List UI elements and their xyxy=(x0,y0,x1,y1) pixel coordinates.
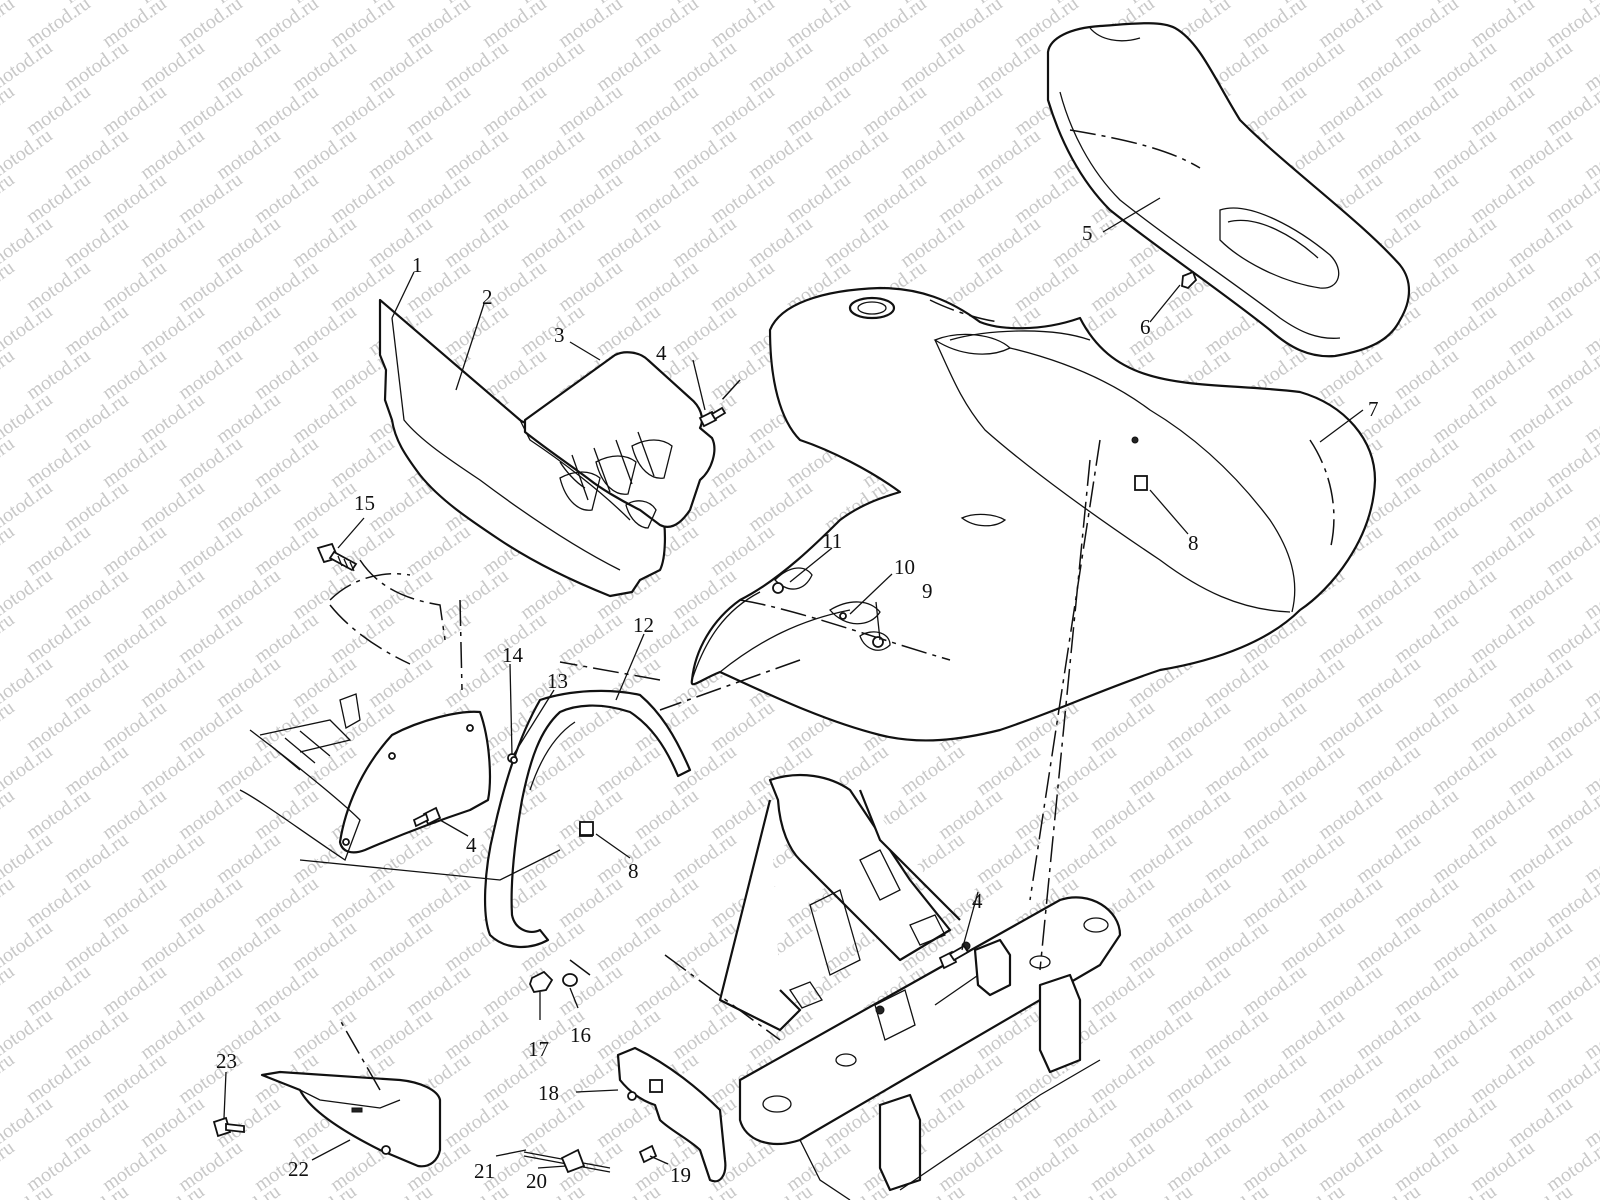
callout-4-top: 4 xyxy=(656,341,667,365)
callout-10: 10 xyxy=(894,555,915,579)
watermark-text: motod.ru xyxy=(0,344,18,404)
watermark-text: motod.ru xyxy=(364,1180,436,1200)
watermark-text: motod.ru xyxy=(1542,608,1600,668)
watermark-text: motod.ru xyxy=(1542,168,1600,228)
watermark-text: motod.ru xyxy=(1428,1180,1500,1200)
callout-2: 2 xyxy=(482,285,493,309)
watermark-text: motod.ru xyxy=(0,256,18,316)
watermark-text: motod.ru xyxy=(0,608,18,668)
watermark-text: motod.ru xyxy=(820,1180,892,1200)
watermark-text: motod.ru xyxy=(1580,1180,1600,1200)
callout-18: 18 xyxy=(538,1081,559,1105)
frame-assembly xyxy=(718,774,1122,1200)
callout-11: 11 xyxy=(822,529,842,553)
callout-8-right: 8 xyxy=(1188,531,1199,555)
watermark-text: motod.ru xyxy=(1352,1180,1424,1200)
watermark-text: motod.ru xyxy=(0,872,18,932)
watermark-text: motod.ru xyxy=(1124,1180,1196,1200)
watermark-text: motod.ru xyxy=(0,1136,18,1196)
watermark-text: motod.ru xyxy=(1200,1180,1272,1200)
part-22-shield xyxy=(260,1070,442,1168)
watermark-text: motod.ru xyxy=(1542,1048,1600,1108)
part-18-bracket-plate xyxy=(616,1046,727,1183)
alignment-lines xyxy=(339,379,1101,1091)
watermark-text: motod.ru xyxy=(972,1180,1044,1200)
callout-21: 21 xyxy=(474,1159,495,1183)
callout-16: 16 xyxy=(570,1023,591,1047)
part-3-vent-panel xyxy=(523,351,716,529)
footboard-outline xyxy=(239,559,561,881)
watermark-text: motod.ru xyxy=(0,1048,18,1108)
watermark-text: motod.ru xyxy=(0,432,18,492)
watermark-text: motod.ru xyxy=(1542,1136,1600,1196)
watermark-text: motod.ru xyxy=(1542,784,1600,844)
callout-9: 9 xyxy=(922,579,933,603)
callout-7: 7 xyxy=(1368,397,1379,421)
part-7-body xyxy=(690,286,1377,742)
watermark-text: motod.ru xyxy=(1580,0,1600,8)
watermark-text: motod.ru xyxy=(288,1180,360,1200)
callout-23: 23 xyxy=(216,1049,237,1073)
watermark-text: motod.ru xyxy=(0,168,18,228)
watermark-text: motod.ru xyxy=(1542,696,1600,756)
callout-22: 22 xyxy=(288,1157,309,1181)
callout-4-frame: 4 xyxy=(972,889,983,913)
callout-6: 6 xyxy=(1140,315,1151,339)
callout-labels: 1 2 3 4 5 6 7 8 9 10 11 12 13 14 15 4 8 … xyxy=(216,221,1379,1193)
callout-5: 5 xyxy=(1082,221,1093,245)
fasteners xyxy=(212,406,970,1174)
callout-15: 15 xyxy=(354,491,375,515)
part-6-clip xyxy=(1181,270,1198,290)
watermark-text: motod.ru xyxy=(1048,1180,1120,1200)
watermark-text: motod.ru xyxy=(1276,1180,1348,1200)
watermark-text: motod.ru xyxy=(1542,344,1600,404)
watermark-text: motod.ru xyxy=(0,696,18,756)
callout-13: 13 xyxy=(547,669,568,693)
watermark-text: motod.ru xyxy=(0,784,18,844)
watermark-text: motod.ru xyxy=(0,960,18,1020)
watermark-text: motod.ru xyxy=(0,520,18,580)
leader-lines xyxy=(223,197,1364,1169)
watermark-text: motod.ru xyxy=(744,1180,816,1200)
part-5-seat xyxy=(1046,22,1411,358)
watermark-text: motod.ru xyxy=(0,80,18,140)
callout-4-left: 4 xyxy=(466,833,477,857)
watermark-text: motod.ru xyxy=(440,1180,512,1200)
watermark-text: motod.ru xyxy=(592,1180,664,1200)
callout-12: 12 xyxy=(633,613,654,637)
watermark-text: motod.ru xyxy=(0,0,18,52)
watermark-text: motod.ru xyxy=(1542,256,1600,316)
watermark-text: motod.ru xyxy=(1504,1180,1576,1200)
watermark-text: motod.ru xyxy=(1542,80,1600,140)
callout-1: 1 xyxy=(412,253,423,277)
watermark-text: motod.ru xyxy=(1542,872,1600,932)
callout-17: 17 xyxy=(528,1037,549,1061)
callout-3: 3 xyxy=(554,323,565,347)
watermark-text: motod.ru xyxy=(212,1180,284,1200)
watermark-text: motod.ru xyxy=(1542,960,1600,1020)
callout-19: 19 xyxy=(670,1163,691,1187)
callout-8-left: 8 xyxy=(628,859,639,883)
watermark-text: motod.ru xyxy=(1542,520,1600,580)
callout-14: 14 xyxy=(502,643,524,667)
watermark-text: motod.ru xyxy=(60,1180,132,1200)
watermark-text: motod.ru xyxy=(1542,432,1600,492)
callout-20: 20 xyxy=(526,1169,547,1193)
watermark-text: motod.ru xyxy=(136,1180,208,1200)
